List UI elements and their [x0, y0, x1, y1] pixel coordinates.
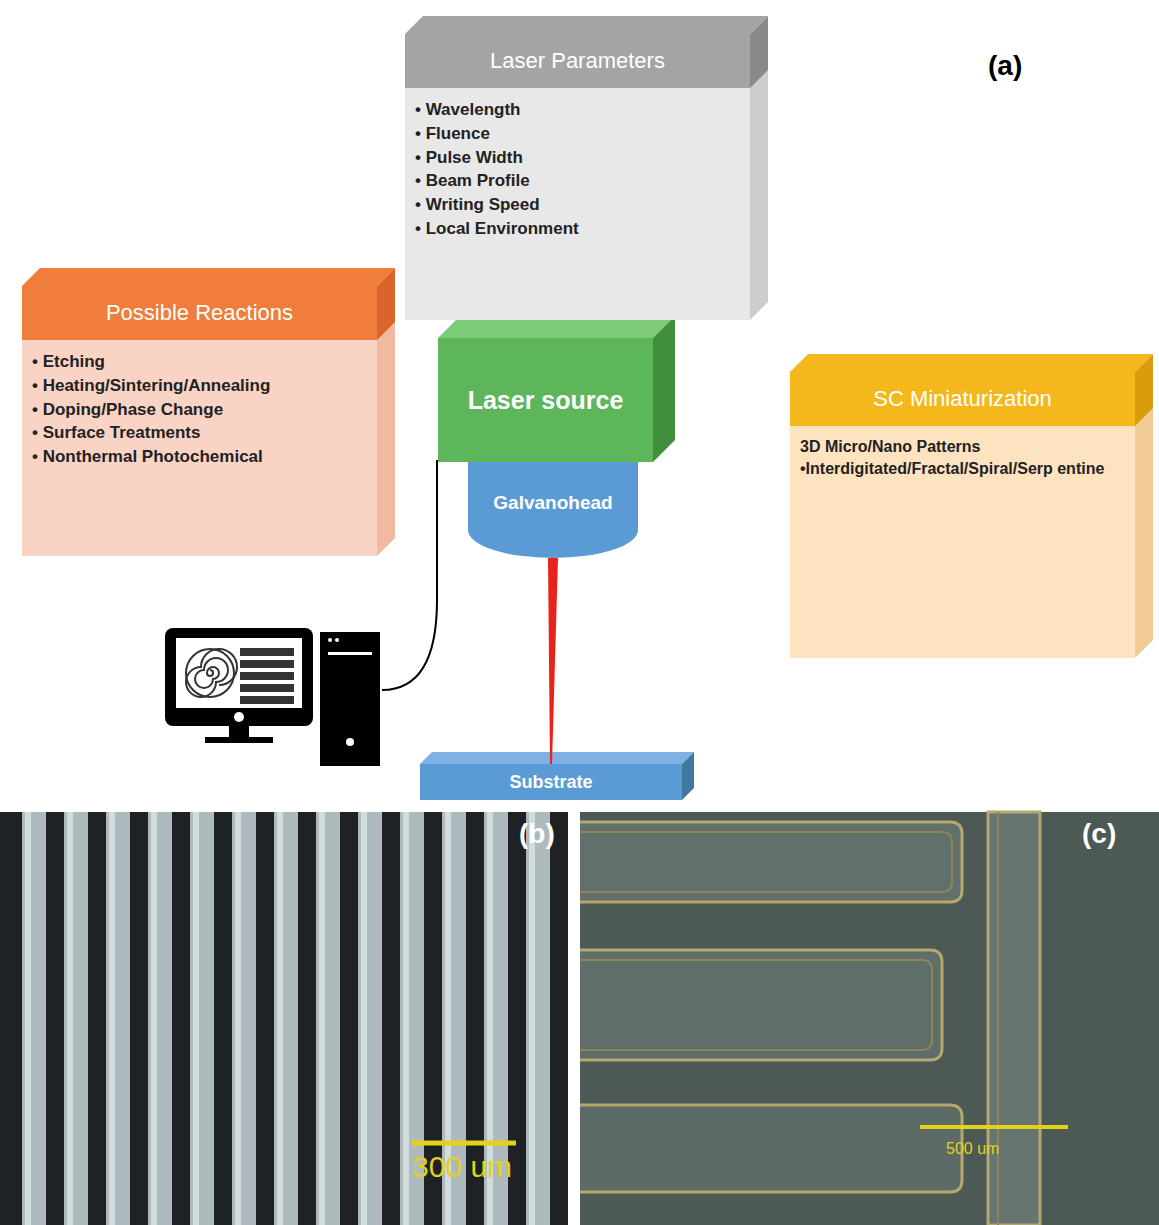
list-item: • Fluence	[415, 122, 738, 146]
side-face	[682, 752, 694, 800]
electrode-stripe	[190, 812, 214, 1225]
electrode-stripe	[526, 812, 550, 1225]
panel-label: (b)	[519, 818, 555, 850]
side-face	[1135, 354, 1153, 658]
list-item: • Wavelength	[415, 98, 738, 122]
panel-label: (a)	[988, 50, 1022, 82]
stripe-highlight	[25, 812, 31, 1225]
micrograph-b	[0, 812, 568, 1225]
list-item: • Heating/Sintering/Annealing	[32, 374, 365, 398]
extrusion-layer	[22, 16, 1153, 800]
laser-source-box: Laser source	[438, 338, 653, 462]
stripe-highlight	[193, 812, 199, 1225]
stripe-highlight	[319, 812, 325, 1225]
list-item: • Nonthermal Photochemical	[32, 445, 365, 469]
reaction-panel: Possible Reactions• Etching• Heating/Sin…	[22, 286, 377, 556]
side-face	[653, 316, 675, 462]
side-face	[750, 16, 768, 88]
panel-body: 3D Micro/Nano Patterns•Interdigitated/Fr…	[790, 426, 1135, 493]
panel-heading: Laser Parameters	[405, 34, 750, 88]
list-item: • Doping/Phase Change	[32, 398, 365, 422]
stripe-highlight	[151, 812, 157, 1225]
stripe-highlight	[529, 812, 535, 1225]
stripe-highlight	[403, 812, 409, 1225]
electrode-stripe	[148, 812, 172, 1225]
parameter-panel: Laser Parameters• Wavelength• Fluence• P…	[405, 34, 750, 320]
galvanohead-cylinder: Galvanohead	[468, 462, 638, 558]
scale-label: 300 um	[412, 1150, 512, 1184]
panel-heading: Possible Reactions	[22, 286, 377, 340]
electrode-stripe	[274, 812, 298, 1225]
electrode-stripe	[22, 812, 46, 1225]
electrode-stripe	[106, 812, 130, 1225]
edge-layer	[548, 558, 558, 764]
list-item: • Pulse Width	[415, 146, 738, 170]
side-face	[750, 16, 768, 320]
panel-body: • Wavelength• Fluence• Pulse Width• Beam…	[405, 88, 750, 253]
stripe-highlight	[67, 812, 73, 1225]
top-face	[22, 268, 395, 286]
stripe-highlight	[235, 812, 241, 1225]
panel-heading: SC Miniaturization	[790, 372, 1135, 426]
node-label: Galvanohead	[493, 492, 612, 514]
electrode-stripe	[358, 812, 382, 1225]
list-item: • Writing Speed	[415, 193, 738, 217]
scale-bar	[412, 1141, 516, 1146]
list-item: • Beam Profile	[415, 169, 738, 193]
side-face	[377, 268, 395, 340]
electrode-stripe	[232, 812, 256, 1225]
computer-icon	[165, 628, 380, 766]
list-item: •Interdigitated/Fractal/Spiral/Serp enti…	[800, 458, 1123, 480]
list-item: • Surface Treatments	[32, 421, 365, 445]
electrode-stripe	[316, 812, 340, 1225]
list-item: 3D Micro/Nano Patterns	[800, 436, 1123, 458]
top-face	[405, 16, 768, 34]
node-label: Laser source	[468, 386, 624, 415]
node-label: Substrate	[509, 772, 592, 793]
laser-beam	[548, 558, 558, 764]
miniaturization-panel: SC Miniaturization3D Micro/Nano Patterns…	[790, 372, 1135, 658]
stripe-highlight	[109, 812, 115, 1225]
panel-body: • Etching• Heating/Sintering/Annealing• …	[22, 340, 377, 481]
top-face	[420, 752, 694, 764]
electrode-stripe	[64, 812, 88, 1225]
beam-shape	[548, 558, 558, 764]
list-item: • Local Environment	[415, 217, 738, 241]
substrate-block: Substrate	[420, 764, 682, 800]
stripe-highlight	[277, 812, 283, 1225]
scale-label: 500 um	[946, 1140, 999, 1158]
side-face	[377, 268, 395, 556]
list-item: • Etching	[32, 350, 365, 374]
micrograph-c	[580, 812, 1159, 1225]
panel-label: (c)	[1082, 818, 1116, 850]
side-face	[1135, 354, 1153, 426]
top-face	[790, 354, 1153, 372]
stripe-highlight	[361, 812, 367, 1225]
